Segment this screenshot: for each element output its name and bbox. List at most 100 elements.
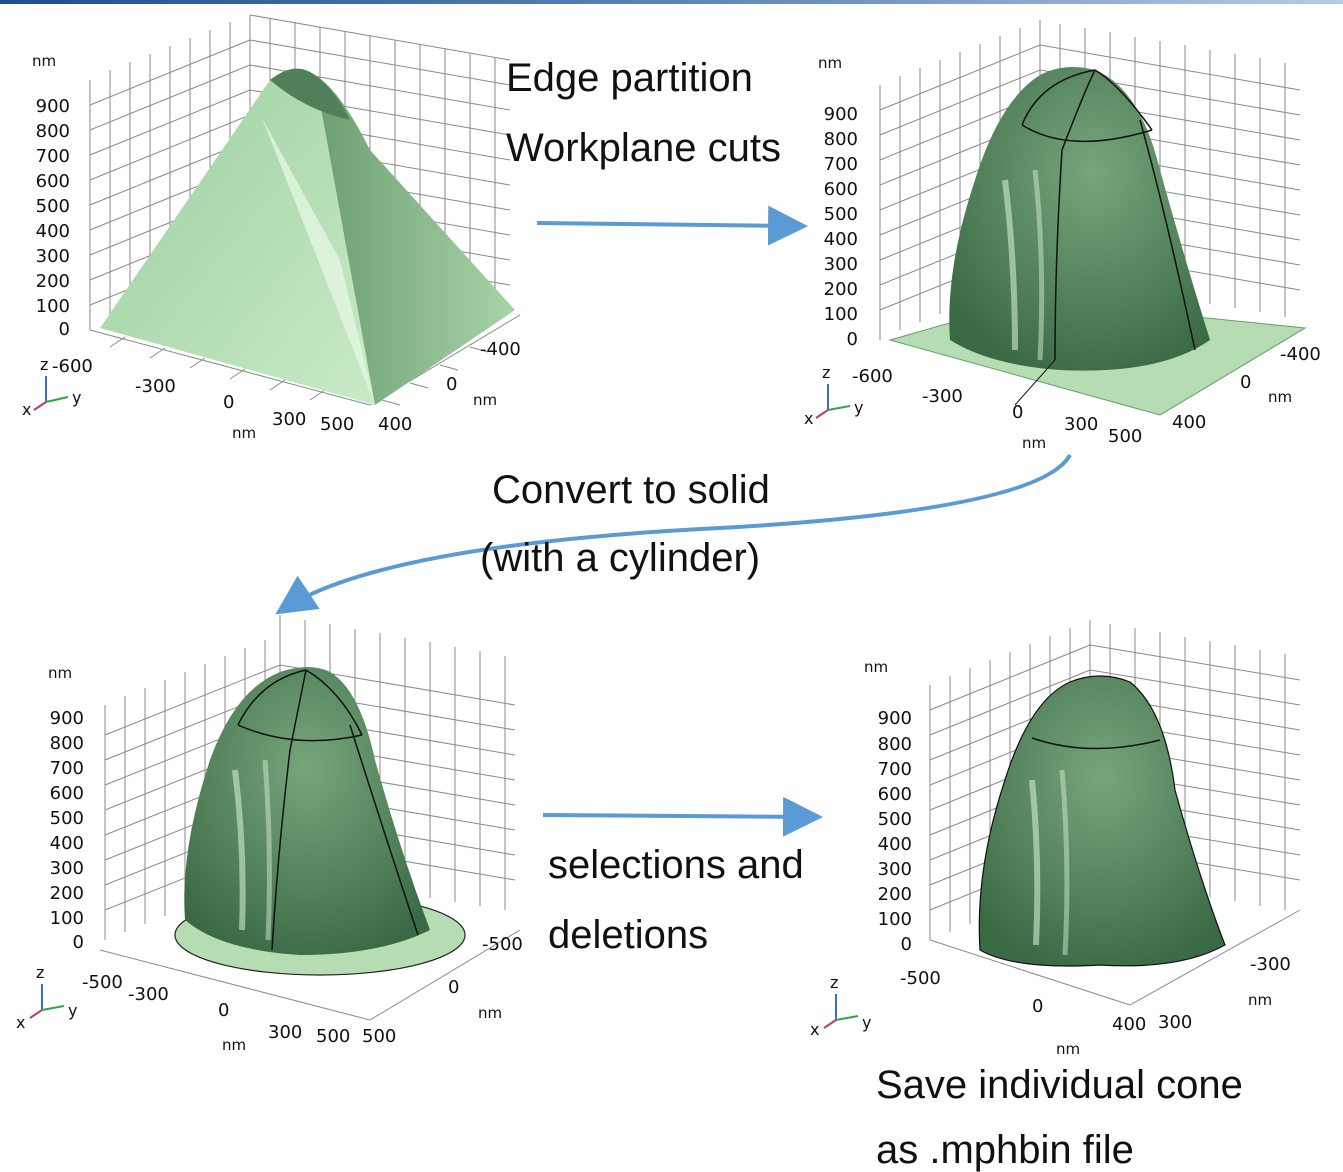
- svg-text:400: 400: [1112, 1014, 1146, 1035]
- axis-triad: z y x: [22, 355, 81, 419]
- svg-text:y: y: [68, 1001, 77, 1020]
- y-axis-ticks: -300 400: [1112, 954, 1291, 1035]
- svg-text:0: 0: [1012, 402, 1023, 423]
- x-unit-label: nm: [1022, 434, 1046, 452]
- z-unit-label: nm: [864, 658, 888, 676]
- svg-text:-300: -300: [922, 386, 963, 407]
- svg-text:y: y: [72, 388, 81, 407]
- svg-text:400: 400: [824, 229, 858, 250]
- z-unit-label: nm: [818, 54, 842, 72]
- svg-text:300: 300: [36, 246, 70, 267]
- svg-text:-500: -500: [82, 972, 123, 993]
- svg-text:z: z: [36, 963, 44, 982]
- x-axis-ticks: -500-300 0 300 500: [82, 972, 350, 1047]
- svg-text:-300: -300: [135, 376, 176, 397]
- svg-text:200: 200: [50, 883, 84, 904]
- svg-text:700: 700: [878, 759, 912, 780]
- svg-text:0: 0: [448, 977, 459, 998]
- label-edge-partition: Edge partition: [506, 56, 753, 100]
- label-convert-solid: Convert to solid: [492, 468, 770, 512]
- svg-text:300: 300: [268, 1022, 302, 1043]
- svg-text:300: 300: [50, 858, 84, 879]
- svg-text:700: 700: [824, 154, 858, 175]
- svg-text:y: y: [854, 398, 863, 417]
- svg-text:400: 400: [36, 221, 70, 242]
- svg-text:z: z: [40, 355, 48, 374]
- svg-text:900: 900: [824, 104, 858, 125]
- svg-text:400: 400: [1172, 412, 1206, 433]
- pyramid-surface: [100, 68, 515, 406]
- y-unit-label: nm: [1268, 388, 1292, 406]
- top-accent-bar: [0, 0, 1343, 4]
- svg-text:600: 600: [50, 783, 84, 804]
- axis-triad: z y x: [810, 973, 871, 1039]
- svg-text:-600: -600: [852, 366, 893, 387]
- svg-text:x: x: [810, 1020, 819, 1039]
- svg-text:500: 500: [878, 809, 912, 830]
- svg-text:-600: -600: [52, 356, 93, 377]
- svg-text:x: x: [22, 400, 31, 419]
- svg-text:700: 700: [50, 758, 84, 779]
- svg-text:800: 800: [36, 121, 70, 142]
- svg-text:0: 0: [218, 1000, 229, 1021]
- svg-text:500: 500: [824, 204, 858, 225]
- label-deletions: deletions: [548, 913, 709, 957]
- cone-body: [949, 66, 1210, 406]
- svg-text:-400: -400: [480, 339, 521, 360]
- svg-text:y: y: [862, 1013, 871, 1032]
- svg-text:800: 800: [878, 734, 912, 755]
- y-unit-label: nm: [1248, 991, 1272, 1009]
- svg-text:x: x: [804, 409, 813, 428]
- svg-text:900: 900: [878, 708, 912, 729]
- y-axis-ticks: -400 0 400: [378, 339, 521, 435]
- svg-text:-300: -300: [1250, 954, 1291, 975]
- cone-body: [978, 675, 1226, 967]
- svg-text:400: 400: [50, 833, 84, 854]
- svg-text:0: 0: [1032, 996, 1043, 1017]
- svg-text:-400: -400: [1280, 344, 1321, 365]
- arrow-step2: [275, 453, 1072, 615]
- z-unit-label: nm: [48, 664, 72, 682]
- svg-text:600: 600: [36, 171, 70, 192]
- svg-text:0: 0: [73, 932, 84, 953]
- label-with-cylinder: (with a cylinder): [480, 536, 761, 580]
- svg-text:800: 800: [50, 733, 84, 754]
- svg-text:300: 300: [878, 859, 912, 880]
- svg-text:900: 900: [50, 708, 84, 729]
- svg-text:0: 0: [446, 374, 457, 395]
- svg-text:0: 0: [847, 329, 858, 350]
- svg-text:400: 400: [378, 414, 412, 435]
- svg-text:600: 600: [824, 179, 858, 200]
- label-save-cone: Save individual cone: [876, 1063, 1243, 1107]
- svg-text:900: 900: [36, 96, 70, 117]
- label-mphbin: as .mphbin file: [876, 1128, 1134, 1172]
- svg-text:0: 0: [59, 319, 70, 340]
- svg-text:-500: -500: [900, 968, 941, 989]
- svg-text:500: 500: [1108, 426, 1142, 447]
- z-unit-label: nm: [32, 52, 56, 70]
- svg-text:300: 300: [1064, 414, 1098, 435]
- label-selections: selections and: [548, 843, 804, 887]
- svg-text:x: x: [16, 1013, 25, 1032]
- x-axis-ticks: -600 -300 0 300 500: [852, 366, 1142, 447]
- svg-text:200: 200: [878, 884, 912, 905]
- y-unit-label: nm: [478, 1004, 502, 1022]
- svg-text:500: 500: [320, 414, 354, 435]
- label-workplane-cuts: Workplane cuts: [506, 126, 781, 170]
- svg-text:-300: -300: [128, 984, 169, 1005]
- svg-text:100: 100: [878, 909, 912, 930]
- svg-text:200: 200: [36, 271, 70, 292]
- svg-text:500: 500: [316, 1026, 350, 1047]
